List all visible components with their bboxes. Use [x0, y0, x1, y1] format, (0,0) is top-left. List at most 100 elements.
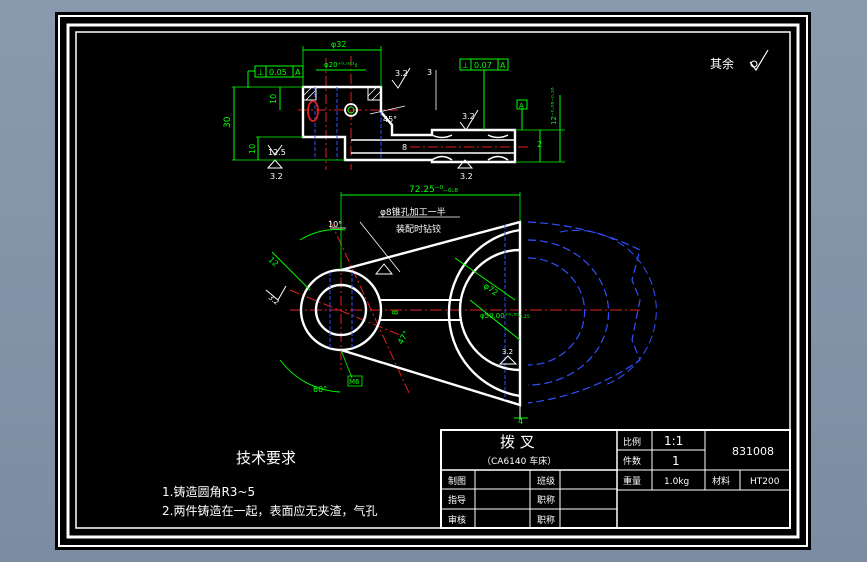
datum-box — [516, 99, 528, 110]
material-value: HT200 — [750, 477, 780, 487]
frame-border — [75, 31, 791, 529]
leader — [359, 221, 401, 273]
part-number: 831008 — [732, 445, 774, 458]
class-label: 班级 — [537, 475, 555, 487]
pin-hole-inner — [347, 106, 355, 114]
svg-text:12.5: 12.5 — [268, 148, 286, 157]
roughness-symbol: 3.2 — [498, 348, 518, 365]
dim-10deg: 10° — [328, 220, 342, 229]
dim-3: 3 — [427, 68, 432, 77]
centerline — [289, 289, 401, 336]
dim-8: 8 — [391, 310, 400, 315]
dim-30: 30 — [223, 116, 233, 128]
qty-value: 1 — [672, 454, 680, 468]
tech-req-heading: 技术要求 — [236, 449, 296, 467]
dim-dia50: φ50.00⁺⁰·⁵⁰₀.₂₅ — [480, 312, 530, 320]
dim-8: 8 — [402, 143, 407, 152]
dim-45: 45° — [383, 115, 397, 124]
weight-label: 重量 — [623, 475, 641, 487]
dim-line — [454, 257, 516, 301]
roughness-symbol: 3.2 — [266, 159, 284, 181]
title-label-2: 职称 — [537, 514, 555, 526]
dim-m6: M6 — [349, 378, 360, 386]
gdt-frame-1: ⊥ 0.05 A — [247, 65, 304, 88]
svg-text:3.2: 3.2 — [270, 172, 283, 181]
hatch-line — [367, 86, 378, 97]
roughness-rest-circle — [750, 60, 758, 68]
svg-text:3.2: 3.2 — [502, 348, 513, 356]
hatch-region — [302, 86, 317, 101]
gdt-value: 0.07 — [474, 61, 492, 70]
sheet-background — [55, 12, 811, 550]
dim-2: 2 — [537, 140, 542, 149]
hatch-line — [371, 90, 382, 101]
gdt-datum: A — [500, 61, 506, 70]
fork-outer-arc — [447, 228, 521, 398]
scale-value: 1:1 — [664, 434, 683, 448]
tech-req-item-1: 1.铸造圆角R3~5 — [162, 484, 255, 499]
top-view: φ32 φ20⁺⁰·⁰²¹₀ ⊥ 0.05 A ⊥ 0.07 A 3.2 — [223, 40, 565, 181]
gdt-symbol: ⊥ — [462, 61, 469, 70]
pin-hole — [344, 103, 358, 117]
dim-line — [469, 299, 521, 341]
dim-dia32: φ32 — [331, 40, 346, 49]
roughness-rest-icon — [749, 49, 769, 72]
hatch-region — [367, 86, 382, 101]
part-name: 拨 叉 — [500, 433, 535, 451]
hatch-line — [302, 86, 313, 97]
roughness-symbol: 12.5 — [267, 144, 286, 157]
gdt-frame-2: ⊥ 0.07 A — [459, 58, 509, 130]
thread-box — [347, 375, 363, 387]
scale-label: 比例 — [623, 436, 641, 448]
svg-text:3.2: 3.2 — [462, 112, 475, 121]
dim-10a: 10 — [269, 94, 278, 104]
mirror-arc — [527, 257, 586, 366]
roughness-symbol: 3.2 — [456, 159, 474, 181]
qty-label: 件数 — [623, 455, 641, 467]
dim-12: 12⁻⁰·⁰⁶⁻⁰·¹⁶ — [550, 87, 558, 125]
gdt-value: 0.05 — [269, 68, 287, 77]
hole-note-2: 装配时钻铰 — [396, 223, 441, 235]
dim-10b: 10 — [248, 144, 257, 154]
oblique-hole — [307, 100, 319, 122]
outer-border — [58, 15, 808, 547]
fillet — [487, 134, 509, 139]
inner-border — [66, 23, 800, 539]
dim-72-25: 72.25⁻⁰₋₀.₈ — [409, 185, 458, 195]
gdt-symbol: ⊥ — [257, 68, 264, 77]
title-label-1: 职称 — [537, 494, 555, 506]
fork-inner-arc — [458, 248, 521, 372]
title-block: 拨 叉 （CA6140 车床） 比例 1:1 件数 1 831008 重量 1.… — [440, 429, 791, 529]
roughness-rest-label: 其余 — [710, 56, 734, 71]
gdt-datum: A — [295, 68, 301, 77]
checked-by-label: 指导 — [448, 494, 466, 506]
leader — [369, 105, 406, 115]
roughness-symbol: 3.2 — [391, 67, 411, 89]
front-view: 72.25⁻⁰₋₀.₈ φ8锥孔加工一半 装配时钻铰 10° 12 3.2 φ7… — [265, 185, 657, 426]
centerline — [329, 219, 411, 396]
hub-bore — [314, 283, 368, 337]
hatch-line — [305, 89, 317, 101]
roughness-symbol — [374, 263, 394, 275]
machine-name: （CA6140 车床） — [482, 455, 556, 467]
leader — [340, 349, 353, 379]
drawn-by-label: 制图 — [448, 475, 466, 487]
material-label: 材料 — [712, 475, 730, 487]
tech-req-item-2: 2.两件铸造在一起，表面应无夹渣，气孔 — [162, 503, 377, 518]
svg-text:3.2: 3.2 — [395, 69, 408, 78]
fillet — [487, 155, 509, 161]
datum-label: A — [519, 102, 524, 110]
angle-arc — [299, 229, 346, 241]
dim-line — [271, 251, 311, 291]
fillet — [431, 134, 453, 139]
fillet — [431, 155, 453, 161]
dim-60: 60° — [313, 385, 327, 394]
angle-arc — [279, 359, 341, 393]
dim-4: 4 — [518, 417, 523, 426]
weight-value: 1.0kg — [664, 477, 689, 487]
svg-text:3.2: 3.2 — [460, 172, 473, 181]
mirror-arc — [527, 239, 610, 386]
reviewed-by-label: 审核 — [448, 514, 466, 526]
dim-dia20: φ20⁺⁰·⁰²¹₀ — [324, 61, 358, 69]
